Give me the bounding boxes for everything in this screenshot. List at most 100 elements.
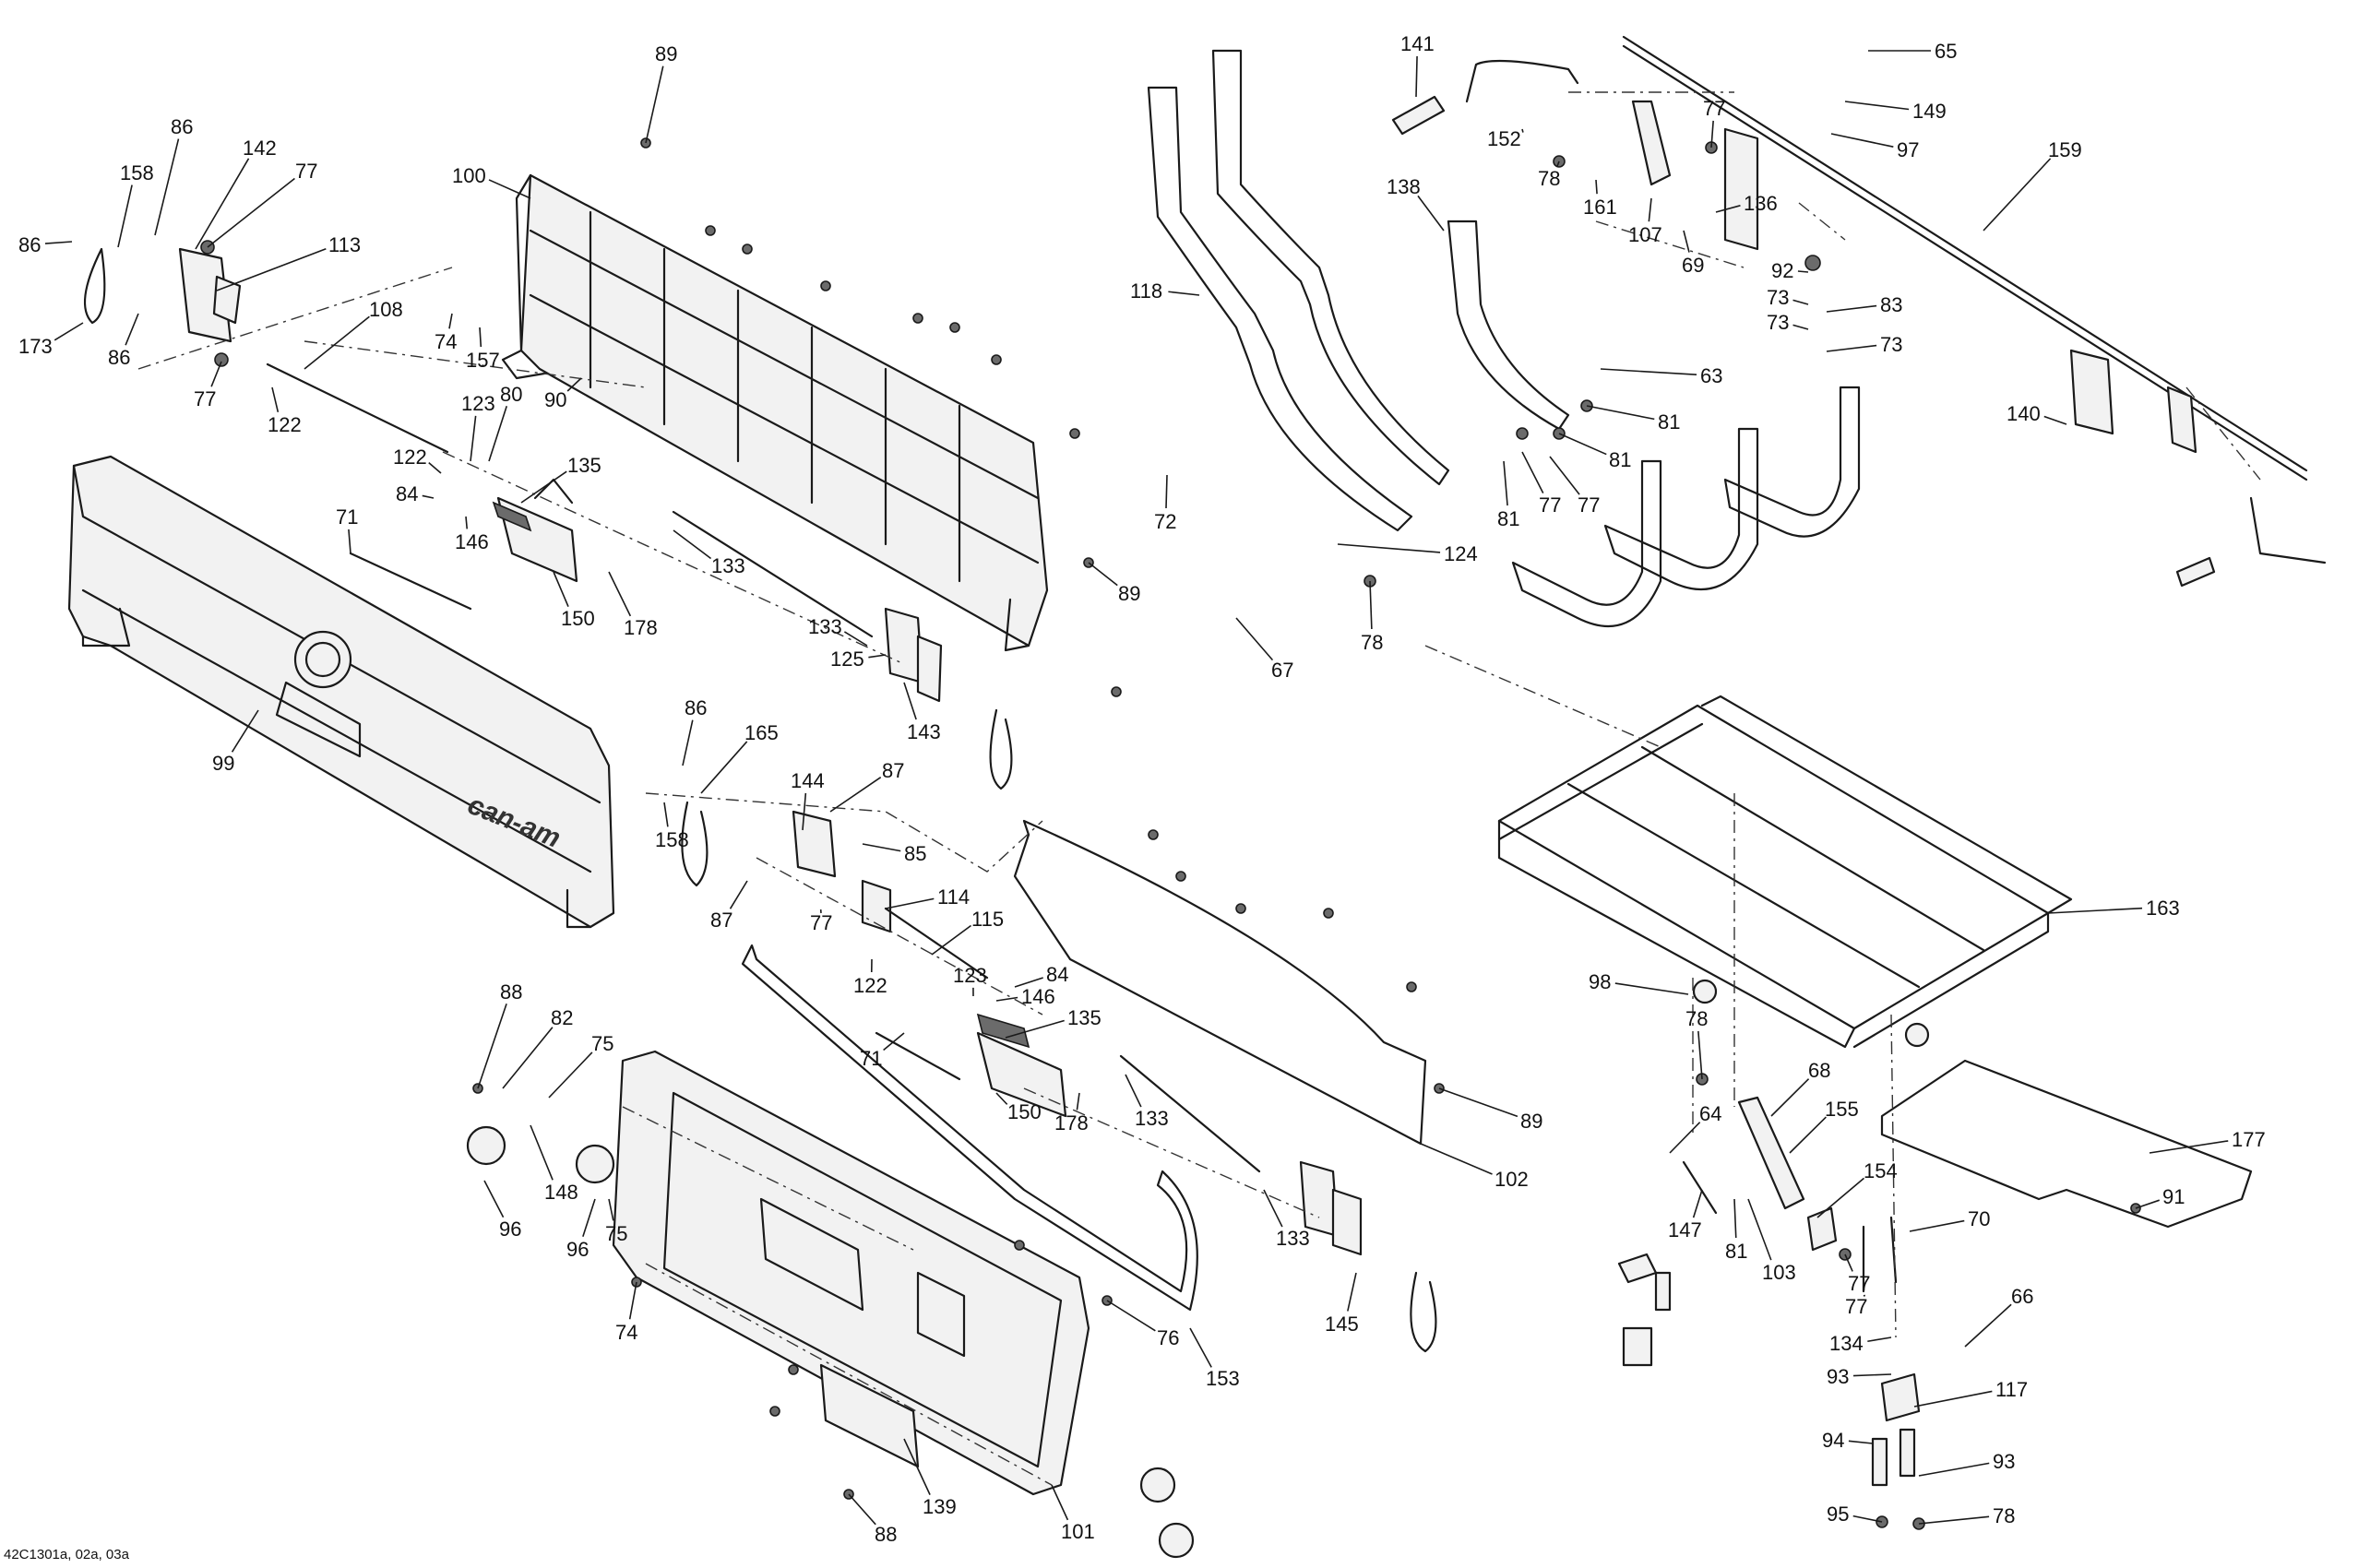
callout-89: 89 <box>1520 1110 1542 1133</box>
leader-line-63 <box>1600 368 1697 375</box>
leader-line-152 <box>1521 128 1524 133</box>
leader-line-178 <box>1076 1092 1080 1111</box>
callout-68: 68 <box>1808 1059 1830 1082</box>
callout-93: 93 <box>1993 1450 2015 1473</box>
leader-line-89 <box>1088 562 1118 587</box>
leader-line-158 <box>663 802 669 827</box>
leader-line-86 <box>44 241 73 244</box>
callout-73: 73 <box>1880 333 1902 356</box>
callout-88: 88 <box>875 1523 897 1546</box>
callout-147: 147 <box>1668 1218 1702 1241</box>
callout-155: 155 <box>1825 1098 1859 1121</box>
callout-78: 78 <box>1685 1007 1708 1030</box>
callout-113: 113 <box>328 233 361 256</box>
leader-line-97 <box>1830 133 1894 148</box>
leader-line-136 <box>1715 205 1741 213</box>
callout-149: 149 <box>1912 100 1947 123</box>
leader-line-64 <box>1669 1122 1701 1154</box>
callout-159: 159 <box>2048 138 2082 161</box>
lock-assembly-143 <box>884 607 1013 790</box>
leader-line-161 <box>1595 179 1598 195</box>
tailgate-inner-101 <box>612 1050 1090 1496</box>
callout-77: 77 <box>194 387 216 410</box>
leader-line-89 <box>1438 1087 1518 1118</box>
callout-73: 73 <box>1767 286 1789 309</box>
callout-88: 88 <box>500 980 522 1004</box>
leader-line-96 <box>483 1180 505 1218</box>
leader-line-133 <box>1263 1189 1283 1228</box>
callout-140: 140 <box>2007 402 2041 425</box>
leader-line-98 <box>1614 982 1689 995</box>
callout-143: 143 <box>907 720 941 743</box>
leader-line-87 <box>729 880 748 909</box>
leader-line-83 <box>1826 304 1877 313</box>
callout-86: 86 <box>685 696 707 719</box>
leader-line-78 <box>1556 160 1560 168</box>
callout-118: 118 <box>1130 279 1162 303</box>
callout-102: 102 <box>1495 1168 1529 1191</box>
callout-133: 133 <box>808 615 842 638</box>
callout-71: 71 <box>336 505 358 529</box>
latch-bracket-140 <box>2069 349 2327 588</box>
frame-tube-138 <box>1447 220 1570 431</box>
frame-tubes-right <box>1511 386 1861 627</box>
leader-line-73 <box>1826 344 1877 352</box>
leader-line-122 <box>428 462 442 474</box>
leader-line-66 <box>1964 1303 2012 1348</box>
callout-86: 86 <box>18 233 41 256</box>
leader-line-159 <box>1983 158 2052 232</box>
callout-122: 122 <box>268 413 302 436</box>
callout-77: 77 <box>295 160 317 183</box>
callout-71: 71 <box>860 1047 882 1070</box>
leader-line-142 <box>195 158 250 250</box>
leader-line-147 <box>1692 1189 1703 1218</box>
leader-line-178 <box>608 571 632 617</box>
callout-78: 78 <box>1538 167 1560 190</box>
callout-133: 133 <box>711 554 745 577</box>
callout-96: 96 <box>499 1218 521 1241</box>
leader-line-89 <box>645 65 664 144</box>
reference-code: 42C1301a, 02a, 03a <box>4 1547 130 1562</box>
leader-line-99 <box>231 709 259 753</box>
leader-line-143 <box>903 682 917 720</box>
leader-line-101 <box>1051 1484 1069 1521</box>
leader-line-69 <box>1683 230 1690 253</box>
latch-handle-150-lower <box>976 1013 1067 1118</box>
leader-line-113 <box>216 247 327 291</box>
callout-87: 87 <box>882 759 904 782</box>
callout-138: 138 <box>1387 175 1421 198</box>
callout-67: 67 <box>1271 659 1293 682</box>
leader-line-74 <box>628 1281 637 1320</box>
leader-line-95 <box>1852 1515 1883 1523</box>
assembly-line-1 <box>137 267 905 665</box>
leader-line-85 <box>862 843 901 852</box>
frame-tube-118 <box>1147 49 1450 532</box>
leader-line-73 <box>1792 299 1809 305</box>
leader-line-84 <box>1014 977 1043 988</box>
callout-125: 125 <box>830 647 864 671</box>
leader-line-165 <box>700 741 748 794</box>
callout-99: 99 <box>212 752 234 775</box>
callout-146: 146 <box>455 530 489 553</box>
leader-line-134 <box>1867 1336 1892 1343</box>
leader-line-74 <box>448 313 453 329</box>
callout-108: 108 <box>369 298 403 321</box>
callout-117: 117 <box>1995 1378 2028 1401</box>
callout-94: 94 <box>1822 1429 1844 1452</box>
callout-107: 107 <box>1628 223 1662 246</box>
leader-line-93 <box>1918 1462 1990 1477</box>
leader-line-80 <box>488 406 508 462</box>
callout-135: 135 <box>1067 1006 1102 1029</box>
leader-line-77 <box>1521 451 1544 494</box>
latch-bracket-136 <box>1631 100 1759 251</box>
callout-101: 101 <box>1061 1520 1095 1543</box>
callout-135: 135 <box>567 454 601 477</box>
callout-123: 123 <box>953 964 987 987</box>
callout-97: 97 <box>1897 138 1919 161</box>
callout-144: 144 <box>791 769 825 792</box>
leader-line-146 <box>995 996 1018 1002</box>
callout-114: 114 <box>937 885 970 909</box>
leader-line-71 <box>883 1032 905 1051</box>
leader-line-107 <box>1648 197 1652 222</box>
rod-115 <box>884 907 989 980</box>
